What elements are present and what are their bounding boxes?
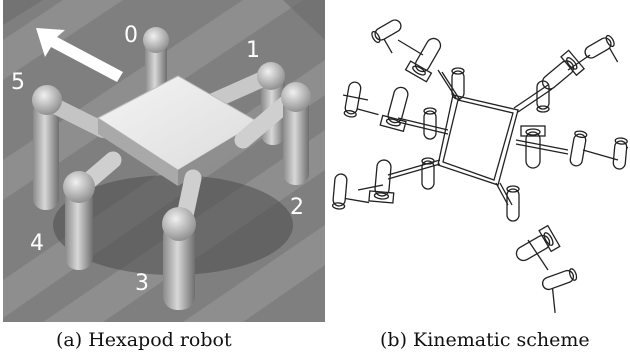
hexapod-robot-render: 0 1 2 3 4 5 bbox=[3, 0, 325, 322]
leg-label-0: 0 bbox=[124, 23, 138, 48]
direction-arrow bbox=[36, 28, 123, 82]
caption-hexapod-robot: (a) Hexapod robot bbox=[56, 329, 232, 351]
hexapod-robot-image: 0 1 2 3 4 5 bbox=[3, 0, 325, 322]
leg-label-1: 1 bbox=[246, 38, 260, 63]
leg-3 bbox=[162, 169, 202, 310]
leg-2 bbox=[234, 82, 311, 185]
leg-5 bbox=[32, 85, 111, 210]
leg-label-4: 4 bbox=[30, 231, 44, 256]
leg-label-2: 2 bbox=[290, 195, 304, 220]
leg-label-5: 5 bbox=[11, 70, 25, 95]
caption-kinematic-scheme: (b) Kinematic scheme bbox=[380, 329, 590, 351]
leg-label-3: 3 bbox=[135, 271, 149, 296]
scheme-body-frame bbox=[437, 94, 519, 186]
kinematic-scheme-image bbox=[331, 19, 630, 314]
leg-4 bbox=[63, 151, 122, 270]
kinematic-scheme-drawing bbox=[328, 0, 630, 322]
scheme-joints bbox=[331, 19, 630, 314]
